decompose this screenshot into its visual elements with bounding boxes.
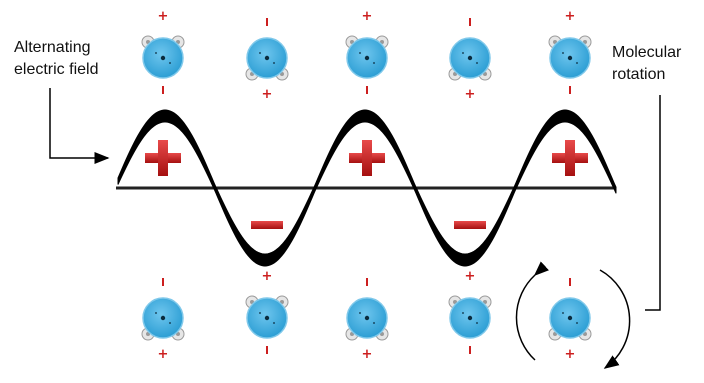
plus-sign-icon	[349, 140, 385, 176]
positive-charge-label: +	[362, 347, 373, 362]
field-label-line2: electric field	[14, 61, 99, 78]
water-molecule-icon: +	[245, 18, 289, 102]
positive-charge-label: +	[565, 347, 576, 362]
negative-charge-mark	[366, 86, 368, 94]
alternating-field-wave	[117, 109, 617, 267]
rotation-label-line1: Molecular	[612, 44, 682, 61]
water-molecule-icon: +	[345, 278, 389, 362]
negative-charge-mark	[266, 18, 268, 26]
minus-sign-icon	[251, 221, 283, 229]
water-molecule-icon: +	[448, 269, 492, 354]
water-molecules: + + + + + + + + + +	[141, 9, 592, 362]
positive-charge-label: +	[158, 347, 169, 362]
negative-charge-mark	[569, 278, 571, 286]
positive-charge-label: +	[465, 269, 476, 284]
negative-charge-mark	[162, 278, 164, 286]
positive-charge-label: +	[262, 269, 273, 284]
minus-sign-icon	[454, 221, 486, 229]
positive-charge-label: +	[158, 9, 169, 24]
water-molecule-icon: +	[345, 9, 389, 94]
negative-charge-mark	[469, 18, 471, 26]
rotation-label-line2: rotation	[612, 66, 666, 83]
wave-polarity-signs	[145, 140, 588, 229]
negative-charge-mark	[569, 86, 571, 94]
positive-charge-label: +	[362, 9, 373, 24]
negative-charge-mark	[366, 278, 368, 286]
plus-sign-icon	[145, 140, 181, 176]
field-label-line1: Alternating	[14, 39, 91, 56]
water-molecule-icon: +	[245, 269, 289, 354]
water-molecule-icon: +	[548, 9, 592, 94]
water-molecule-icon: +	[141, 278, 185, 362]
field-pointer-arrow	[49, 88, 110, 164]
negative-charge-mark	[469, 346, 471, 354]
water-molecule-icon: +	[141, 9, 185, 94]
water-molecule-icon: +	[548, 278, 592, 362]
rotation-arrows-icon	[515, 261, 631, 369]
positive-charge-label: +	[262, 87, 273, 102]
water-molecule-icon: +	[448, 18, 492, 102]
negative-charge-mark	[162, 86, 164, 94]
pointer-arrow-icon	[645, 95, 661, 311]
molecular-rotation-label: Molecular rotation	[612, 42, 702, 86]
positive-charge-label: +	[565, 9, 576, 24]
negative-charge-mark	[266, 346, 268, 354]
plus-sign-icon	[552, 140, 588, 176]
positive-charge-label: +	[465, 87, 476, 102]
alternating-field-label: Alternating electric field	[14, 37, 134, 81]
